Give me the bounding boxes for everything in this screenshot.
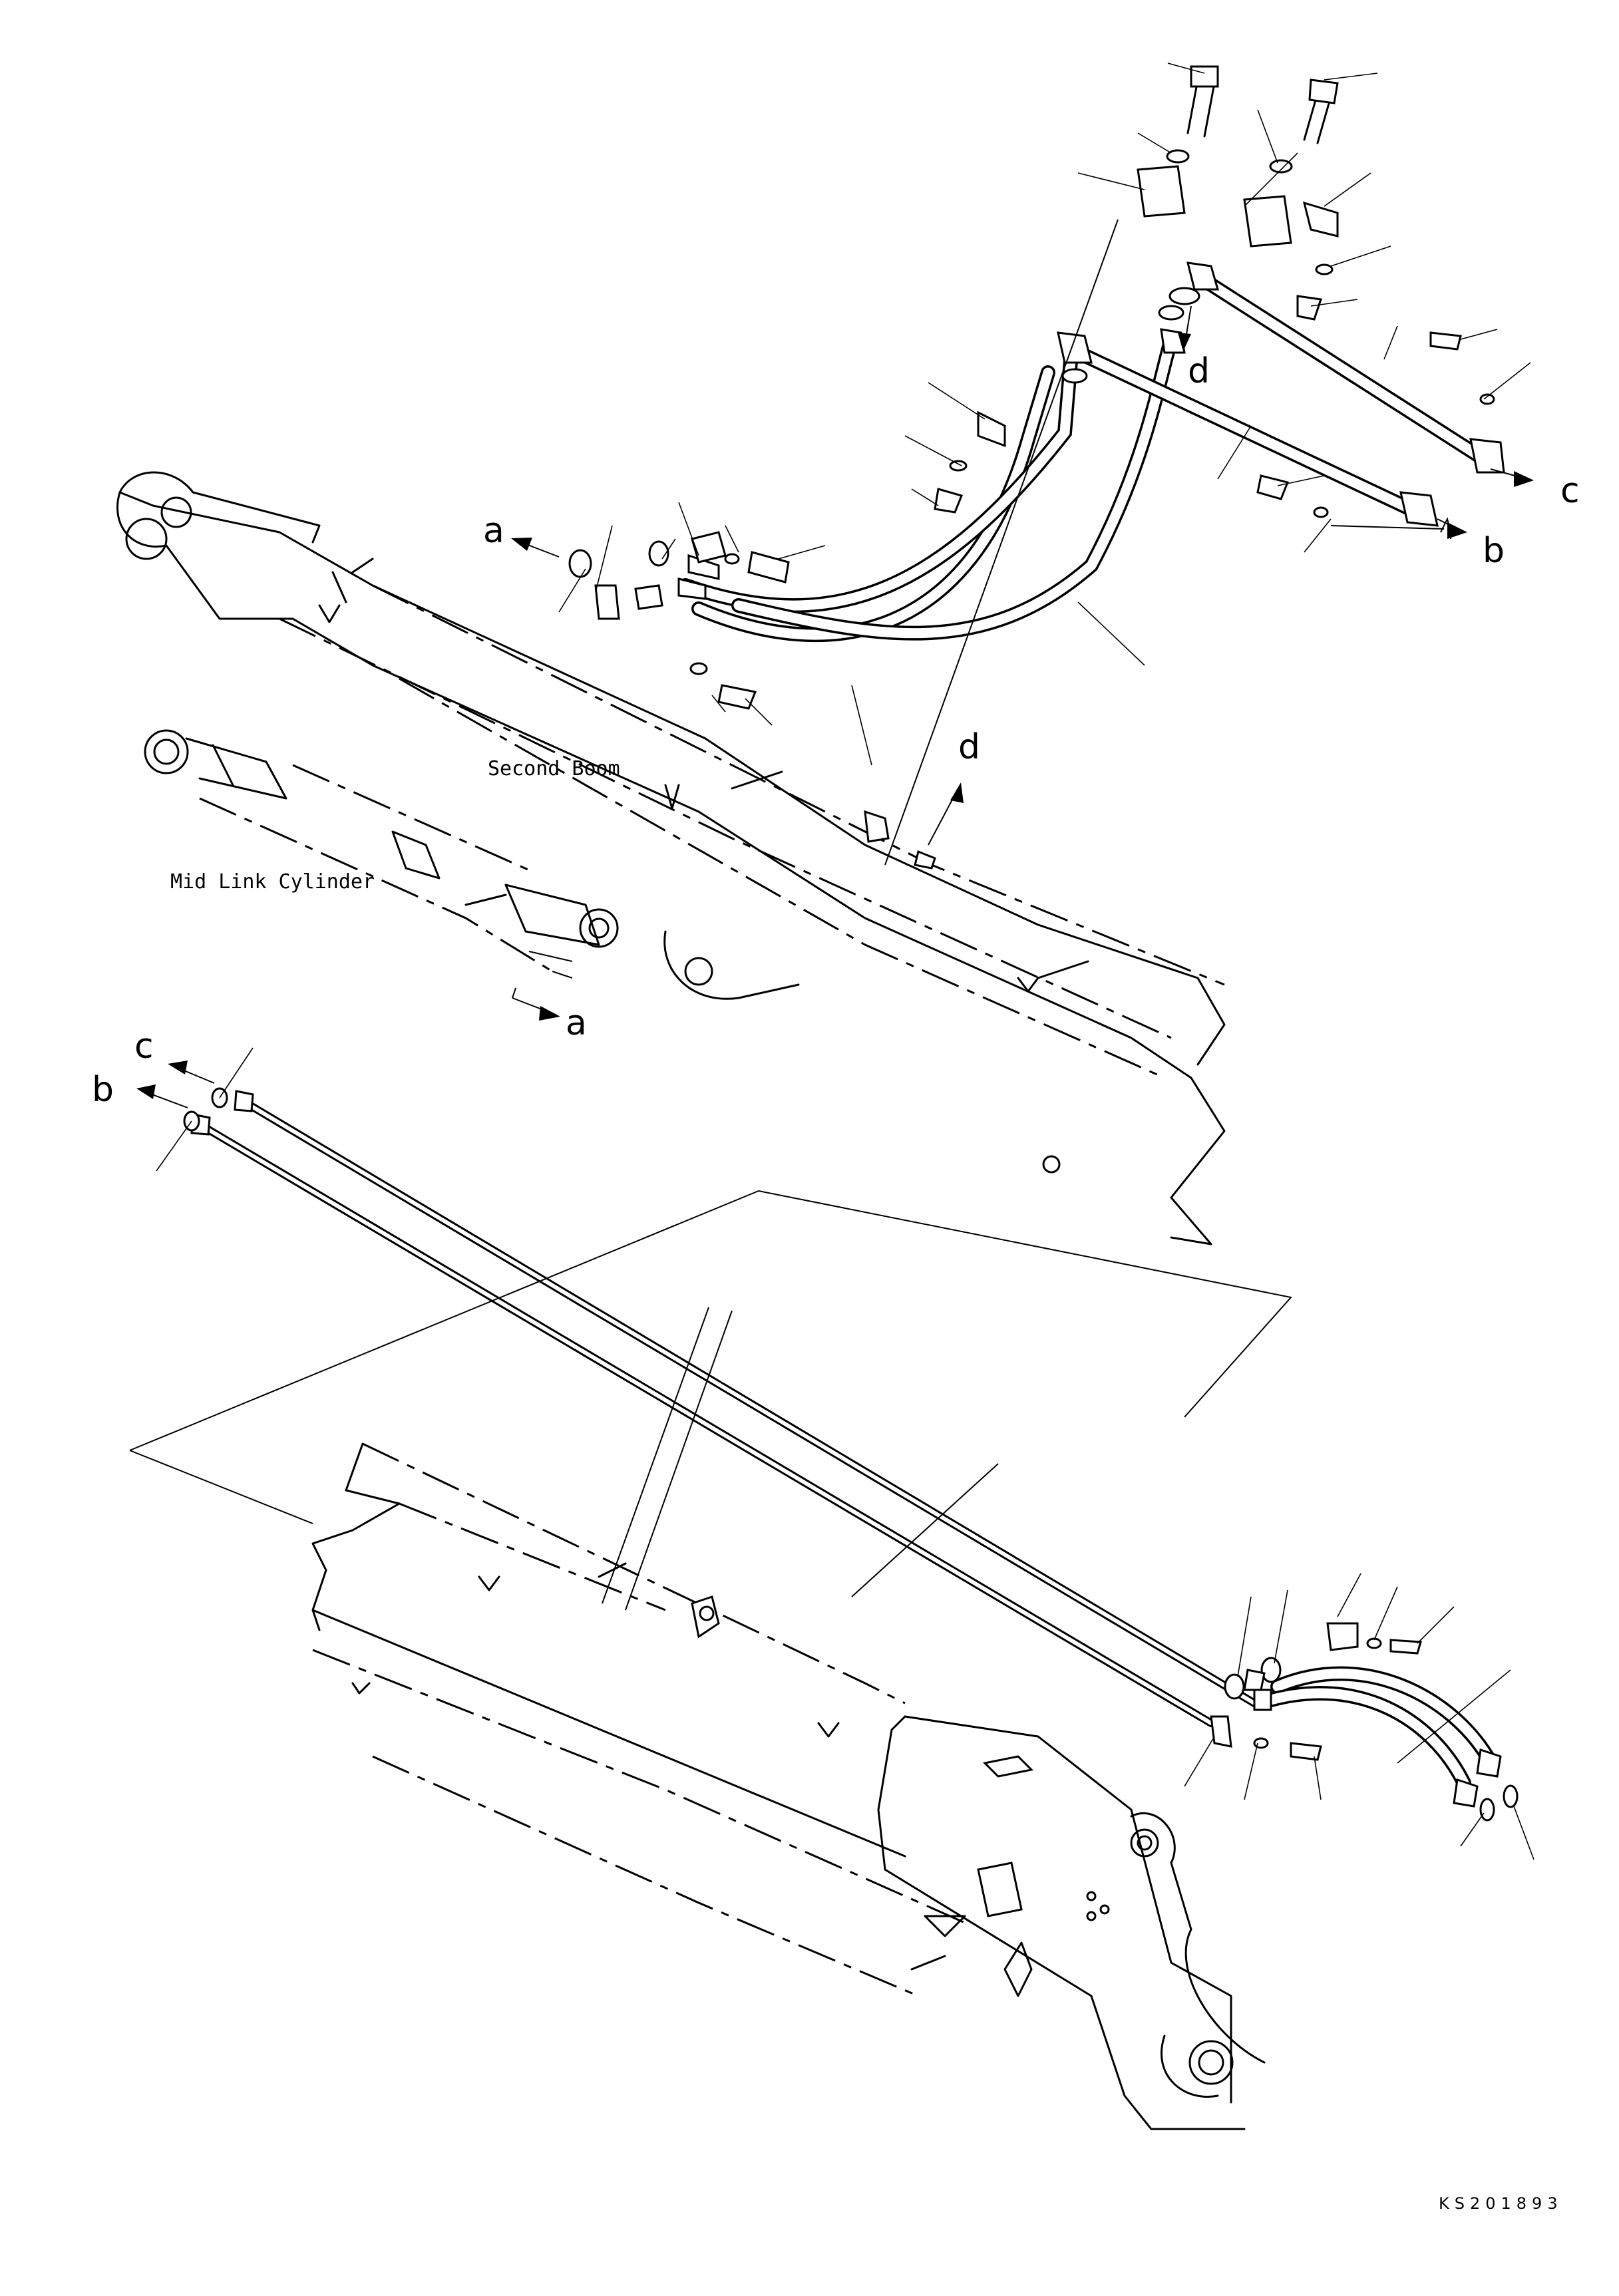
connection-label-c-lower: c	[134, 1027, 154, 1066]
hose-fittings	[568, 261, 1505, 620]
lower-leaders	[1184, 1573, 1534, 1860]
boom-pin-hole	[125, 518, 168, 560]
upper-clamps-bolts	[689, 65, 1495, 866]
cylinder-eye	[144, 729, 189, 774]
long-tubes	[156, 1047, 1258, 1727]
connection-arrows	[136, 305, 1534, 1108]
boom-plate	[977, 1862, 1023, 1917]
reference-planes	[129, 1190, 1292, 1611]
second-boom-body	[116, 471, 1226, 1245]
boom-bracket	[864, 810, 890, 843]
lower-fittings	[1210, 1622, 1519, 1822]
bolt-top-2	[1308, 79, 1339, 104]
connection-label-c-upper: c	[1560, 471, 1580, 511]
boom-bolts	[331, 558, 1089, 979]
upper-leaders	[558, 63, 1531, 766]
clamp-block-1	[1137, 165, 1186, 218]
fitting-b	[1399, 491, 1439, 527]
clamp-lower-1	[1326, 1622, 1359, 1651]
second-boom-label: Second Boom	[488, 757, 620, 780]
clamp-left	[594, 584, 620, 620]
connection-label-b-lower: b	[92, 1070, 114, 1110]
cylinder-head	[504, 884, 600, 946]
upper-hoses	[678, 269, 1491, 643]
fitting-c	[1469, 438, 1505, 474]
clamp-block-2	[1243, 195, 1292, 247]
connection-label-d-lower: d	[958, 727, 980, 767]
connection-label-d-upper: d	[1188, 351, 1210, 391]
boom-foot-pin	[1188, 2040, 1234, 2085]
connection-label-a-top: a	[483, 511, 504, 551]
clamp-lower-2	[1210, 1715, 1232, 1748]
mid-link-cylinder-label: Mid Link Cylinder	[170, 870, 375, 894]
lower-boom-body	[311, 1442, 1266, 2130]
connection-label-b-upper: b	[1483, 531, 1505, 571]
drawing-code: KS201893	[1439, 2194, 1563, 2213]
connection-label-a-bottom: a	[566, 1003, 587, 1043]
bolt-top-1	[1190, 65, 1219, 88]
mid-link-cylinder	[144, 729, 619, 979]
